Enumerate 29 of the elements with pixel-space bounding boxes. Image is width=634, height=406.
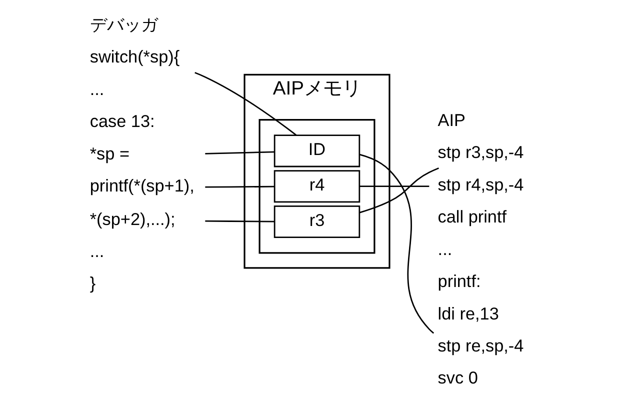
label: ldi re,13 bbox=[438, 303, 499, 324]
connector bbox=[205, 186, 274, 188]
node-box: r4 bbox=[274, 170, 360, 203]
node-text: *sp = bbox=[90, 143, 130, 164]
connector bbox=[205, 151, 274, 154]
label: svc 0 bbox=[438, 368, 478, 388]
label: case 13: bbox=[90, 111, 155, 132]
label: } bbox=[90, 273, 96, 294]
label: ... bbox=[438, 238, 452, 259]
node-text: *(sp+2),...); bbox=[90, 208, 176, 229]
node-text: switch(*sp){ bbox=[90, 46, 180, 67]
label: printf: bbox=[438, 271, 481, 292]
connector bbox=[194, 72, 297, 136]
label: ... bbox=[90, 241, 104, 262]
node-text: stp re,sp,-4 bbox=[438, 336, 524, 356]
label: デバッガ bbox=[90, 14, 158, 34]
node-text: stp r4,sp,-4 bbox=[438, 174, 524, 194]
node-text: stp r3,sp,-4 bbox=[438, 142, 524, 162]
label: AIP bbox=[438, 110, 466, 130]
connector bbox=[360, 168, 439, 214]
connector bbox=[360, 154, 434, 334]
cluster bbox=[258, 118, 376, 254]
connector bbox=[360, 186, 430, 188]
node-box: ID bbox=[274, 134, 360, 168]
label: call printf bbox=[438, 206, 507, 227]
label: ... bbox=[90, 78, 104, 99]
connector bbox=[205, 220, 274, 222]
node-box: r3 bbox=[274, 206, 360, 238]
node-text: printf(*(sp+1), bbox=[90, 176, 194, 196]
